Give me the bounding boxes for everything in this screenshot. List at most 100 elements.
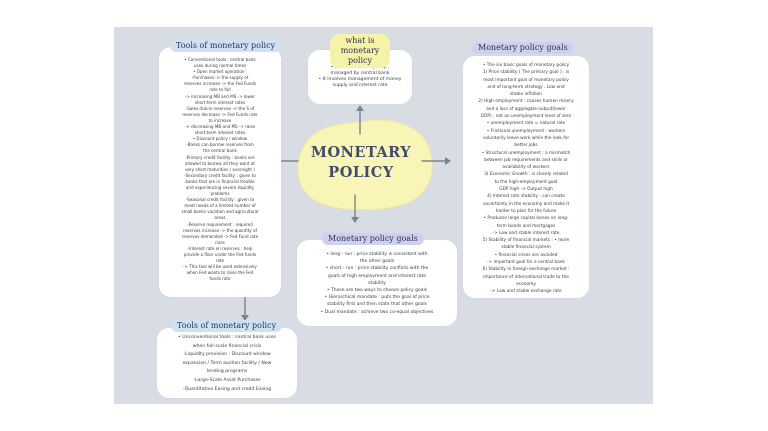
tools-line: the central bank <box>203 148 237 154</box>
goals-right-line: availability of workers <box>502 165 550 171</box>
tools-line: -Seasonal credit facility : given to <box>185 197 255 203</box>
tools-line: rate <box>215 258 225 264</box>
goals-bottom-line: stability first and then state that othe… <box>327 302 427 308</box>
tools-line: to increase <box>208 117 232 123</box>
goals-bottom-line: • Dual mandate : achieve two co-equal ob… <box>320 309 434 315</box>
tools-line: • Discount policy / window <box>192 136 248 142</box>
goals-right-line: term bonds and mortgages <box>496 223 556 229</box>
unconventional-line: when full-scale financial crisis <box>192 343 262 349</box>
tools-line: banks that are in financial trouble <box>185 178 255 184</box>
tools-line: -Sales drains reserves -> the S of <box>185 105 255 111</box>
tools-line: short-term interest rates <box>194 130 246 136</box>
tools-line: -Interest rate on reserves : help <box>187 245 253 251</box>
goals-right-line: • financial crises are avoided <box>494 252 558 258</box>
goals-right-body: • The six basic goals of monetary policy… <box>466 62 586 296</box>
goals-bottom-line: the other goals <box>359 259 395 265</box>
goals-right-line: -> Low and stable interest rate <box>492 230 560 236</box>
tools-line: reserves increase -> the quantity of <box>183 227 257 233</box>
goals-right-line: better jobs <box>514 143 538 149</box>
tools-title: Tools of monetary policy <box>170 40 282 52</box>
tools-line: meet needs of a limited number of <box>184 203 256 209</box>
unconventional-line: -Large-Scale Asset Purchases <box>193 377 261 383</box>
goals-right-line: uncertainty in the economy and make it <box>482 201 570 207</box>
tools-line: small banks vacation and agricultural <box>181 209 259 215</box>
goals-right-line: 1) Price stability ( The primary goal ) … <box>482 70 570 76</box>
goals-right-line: 5) Stability of financial markets : • mo… <box>482 238 570 244</box>
unconventional-body: • Unconventional tools : central bank us… <box>160 334 294 394</box>
goals-right-title: Monetary policy goals <box>472 42 574 54</box>
goals-right-line: -> important goal for a central bank <box>487 260 565 266</box>
goals-right-line: economy <box>516 281 536 287</box>
goals-right-line: • unemployment rate = natural rate <box>486 121 566 127</box>
tools-line: reserves demanded -> Fed Fund rate <box>181 233 259 239</box>
goals-bottom-card: • long - run : price stability is consis… <box>297 240 457 326</box>
tools-line: problems <box>210 191 230 197</box>
goals-right-line: 2) High employment : causes human misery <box>478 99 574 105</box>
tools-line: -> decreasing MB and MS -> raise <box>184 124 256 130</box>
what-is-line: • It involves management of money <box>318 77 402 82</box>
goals-bottom-line: stability <box>368 280 386 286</box>
tools-line: rate to fall <box>209 87 231 93</box>
goals-bottom-line: • long - run : price stability is consis… <box>326 252 428 257</box>
unconventional-line: • Unconventional tools : central bank us… <box>178 335 276 340</box>
what-is-line: supply and interest rate <box>332 83 388 88</box>
arrow-right-head <box>445 157 451 165</box>
goals-right-line: 3) Economic Growth : is closely related <box>484 172 568 178</box>
goals-right-line: stable inflation <box>510 92 542 98</box>
goals-bottom-line: • short - run : price stability conflict… <box>325 266 429 272</box>
arrow-up-head <box>356 105 364 111</box>
goals-right-line: and a loss of aggregate output(lower <box>486 106 566 112</box>
tools-line: -Secondary credit facility : given to <box>184 172 256 178</box>
goals-right-line: between job requirements and skills or <box>484 157 568 163</box>
goals-right-card: • The six basic goals of monetary policy… <box>463 56 589 298</box>
what-is-title-line2: monetary policy <box>340 46 380 65</box>
tools-line: -Purchases -> the supply of <box>191 75 249 81</box>
tools-line: uses during normal times <box>193 63 247 69</box>
tools-line: • Conventional tools : central bank <box>184 57 256 62</box>
tools-line: when Fed wants to raise the Fed <box>186 270 254 276</box>
tools-line: areas <box>214 215 226 221</box>
unconventional-line: -Liquidity provision : Discount window <box>183 352 271 358</box>
goals-bottom-line: goals of high employment and interest ra… <box>327 273 426 279</box>
tools-line: -Banks can borrow reserves from <box>186 142 254 148</box>
goals-right-line: • Frictional unemployment : workers <box>486 128 566 134</box>
tools-line: allowed to borrow all they want at <box>185 160 255 166</box>
what-is-title-line1: what is <box>345 36 375 45</box>
unconventional-line: expansion / Term auction facility / New <box>182 360 272 366</box>
central-topic-line1: MONETARY <box>310 144 412 161</box>
goals-right-line: GDP high -> Output high <box>499 187 553 193</box>
tools-line: very short maturities ( overnight ) <box>185 166 255 172</box>
goals-right-line: importance of international trade to the <box>483 274 569 280</box>
goals-right-line: GDP) , not an unemployment level of zero <box>480 114 572 120</box>
goals-right-line: • Produces large capital losses on long- <box>483 216 569 222</box>
tools-line: reserves decrease -> Fed Funds rate <box>182 111 258 117</box>
what-is-body: • macroeconomic policy , managed by cent… <box>312 65 408 89</box>
tools-line: rises <box>215 239 225 245</box>
goals-right-line: most important goal of monetary policy <box>483 77 569 83</box>
goals-right-line: stable financial system <box>501 245 551 251</box>
goals-bottom-title: Monetary policy goals <box>322 233 424 245</box>
unconventional-line: -Quantitative Easing and credit Easing <box>182 386 272 392</box>
what-is-line: managed by central bank <box>330 71 390 76</box>
goals-right-line: -> Low and stable exchange rate <box>490 289 562 295</box>
goals-right-line: voluntarily leave work while the look fo… <box>482 135 570 141</box>
tools-line: and experiencing severe liquidity <box>185 184 255 190</box>
tools-line: • Open market operation : <box>192 69 248 75</box>
center-blob <box>297 119 433 211</box>
goals-bottom-line: • These are two ways to choose policy go… <box>326 288 428 294</box>
tools-line: funds rate <box>209 276 231 282</box>
tools-line: reserves increase -> the Fed Funds <box>183 81 257 87</box>
tools-line: -Reserve requirement : required <box>187 221 253 227</box>
goals-right-line: • The six basic goals of monetary policy <box>482 63 570 68</box>
tools-line: -> This tool will be used extensively <box>183 264 257 270</box>
arrow-down-head <box>351 217 359 223</box>
tools-line: short-term interest rates <box>194 99 246 105</box>
tools-line: -Primary credit facility : banks are <box>185 154 255 160</box>
tools-body: • Conventional tools : central bank uses… <box>162 57 278 282</box>
arrow-tools-down-head <box>241 315 249 321</box>
goals-right-line: 4) Interest rate stability : can create <box>487 194 565 200</box>
goals-right-line: • Structural unemployment : a mismatch <box>481 150 571 156</box>
central-topic: MONETARY POLICY <box>302 143 420 183</box>
unconventional-line: lending programs <box>206 369 248 375</box>
unconventional-title: Tools of monetary policy <box>171 320 283 332</box>
